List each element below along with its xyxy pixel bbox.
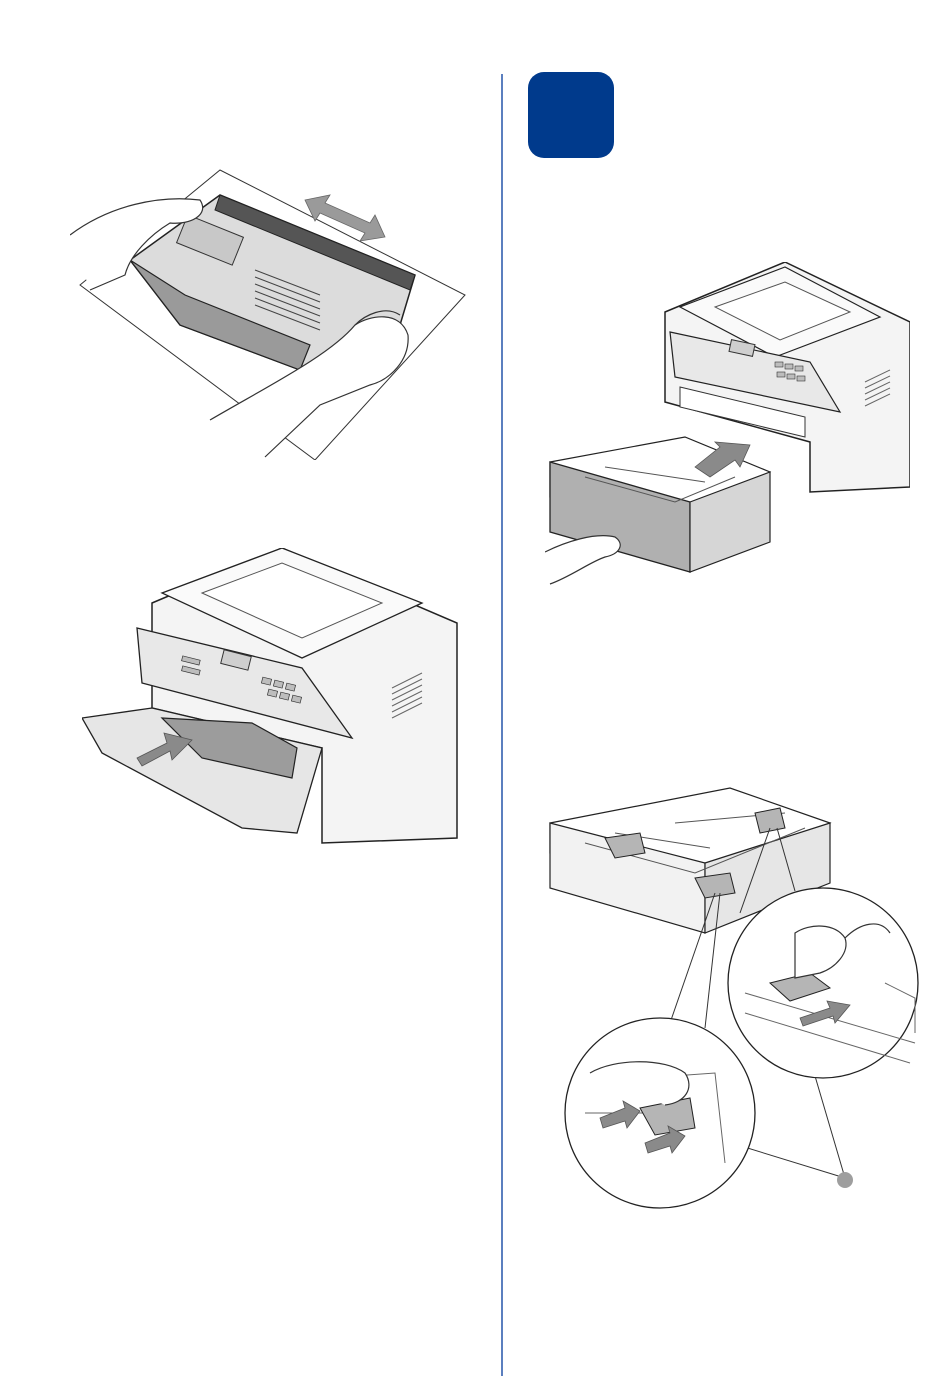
drum-insert-illustration [82,548,462,848]
drum-shake-illustration [70,165,470,460]
drum-insert-drawing [82,548,462,848]
drum-shake-drawing [70,165,470,460]
tray-pull-drawing [545,262,910,592]
guides-adjust-drawing [545,783,930,1218]
step-number-badge [528,72,614,158]
tray-pull-illustration [545,262,910,592]
column-divider [501,74,503,1376]
guides-adjust-illustration [545,783,930,1218]
callout-dot-icon [837,1172,853,1188]
